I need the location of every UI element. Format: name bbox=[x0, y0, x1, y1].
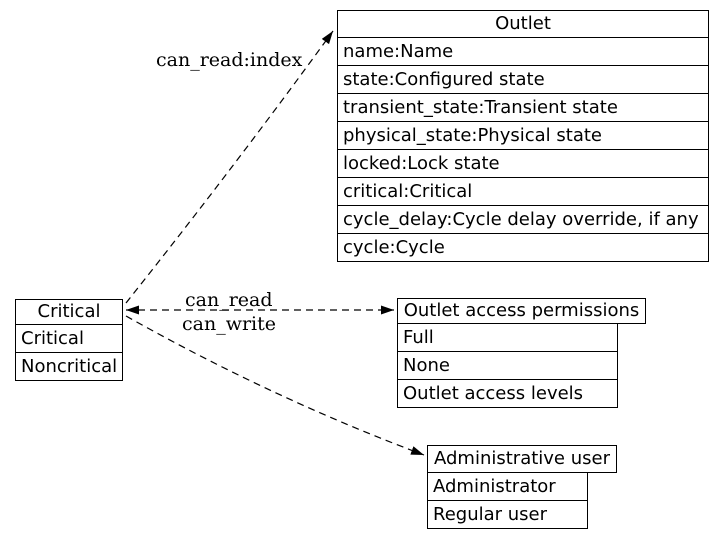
node-critical-body: Critical Noncritical bbox=[15, 324, 123, 381]
edge-label-can-read: can_read bbox=[185, 289, 273, 311]
node-outlet-row-name: name:Name bbox=[338, 38, 708, 66]
node-administrative-user-body: Administrator Regular user bbox=[427, 472, 588, 529]
edge-to-administrative-user bbox=[125, 315, 425, 456]
node-outlet-row-cycle: cycle:Cycle bbox=[343, 236, 445, 258]
edge-label-can-read-index: can_read:index bbox=[156, 49, 303, 71]
node-administrative-user-title: Administrative user bbox=[427, 445, 617, 473]
edge-label-can-write: can_write bbox=[182, 313, 277, 335]
node-critical-row-critical: Critical bbox=[16, 325, 122, 353]
node-oap-row-full: Full bbox=[398, 324, 617, 352]
node-outlet-body: name:Name state:Configured state transie… bbox=[337, 37, 709, 262]
node-outlet-row-locked: locked:Lock state bbox=[338, 150, 708, 178]
node-outlet-row-cycle-delay: cycle_delay:Cycle delay override, if any bbox=[338, 206, 708, 234]
node-outlet-row-physical-state: physical_state:Physical state bbox=[338, 122, 708, 150]
edge-can-read-index bbox=[125, 30, 334, 304]
node-critical-row-noncritical: Noncritical bbox=[21, 355, 118, 377]
node-outlet-access-permissions-title: Outlet access permissions bbox=[397, 298, 646, 324]
node-critical-title: Critical bbox=[15, 299, 123, 325]
node-outlet-access-permissions-body: Full None Outlet access levels bbox=[397, 323, 618, 408]
node-admin-row-regular-user: Regular user bbox=[433, 503, 548, 525]
node-outlet-row-transient-state: transient_state:Transient state bbox=[338, 94, 708, 122]
node-outlet-row-state: state:Configured state bbox=[338, 66, 708, 94]
node-outlet-row-critical: critical:Critical bbox=[338, 178, 708, 206]
node-admin-row-administrator: Administrator bbox=[428, 473, 587, 501]
node-outlet-title: Outlet bbox=[337, 10, 709, 38]
node-oap-row-outlet-access-levels: Outlet access levels bbox=[403, 382, 584, 404]
node-oap-row-none: None bbox=[398, 352, 617, 380]
